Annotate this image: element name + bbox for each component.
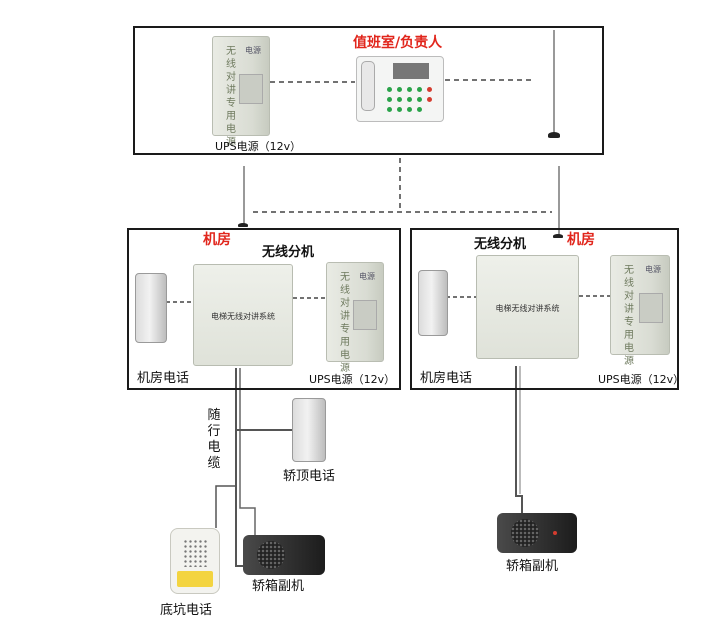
wireless-ext-left-label: 无线分机 <box>262 245 315 260</box>
console-key <box>417 87 422 92</box>
antenna-top-pole <box>553 30 555 134</box>
ups-left-label: UPS电源（12v） <box>309 373 396 386</box>
car-sub-left-label: 轿箱副机 <box>252 579 305 594</box>
console-key <box>387 87 392 92</box>
console-key <box>387 107 392 112</box>
cable-car-sub-left <box>239 368 256 540</box>
antenna-right-base <box>553 234 563 238</box>
cable-pit-phone <box>215 485 236 528</box>
pit-phone-label: 底坑电话 <box>160 603 213 618</box>
ups-sticker <box>239 74 263 105</box>
car-sub-right-label: 轿箱副机 <box>506 559 559 574</box>
console-key <box>397 97 402 102</box>
car-sub-unit-right <box>497 513 577 553</box>
ups-face-text: 无线对讲专用电源 <box>340 272 350 374</box>
pit-phone-grill <box>183 539 207 567</box>
console-key <box>417 97 422 102</box>
console-key <box>387 97 392 102</box>
machine-room-right-label: 机房 <box>567 232 595 248</box>
pit-phone-panel <box>177 571 213 587</box>
machine-phone-left-label: 机房电话 <box>137 371 190 386</box>
machine-room-left-label: 机房 <box>203 232 231 248</box>
antenna-left-pole <box>243 166 245 224</box>
traveling-cable-right <box>515 366 523 515</box>
ups-top-label: UPS电源（12v） <box>215 140 302 153</box>
ups-logo: 电源 <box>359 272 375 281</box>
ups-right-label: UPS电源（12v） <box>598 373 685 386</box>
car-sub-speaker <box>511 519 539 547</box>
console-key <box>407 97 412 102</box>
ups-power-left: 无线对讲专用电源 电源 <box>326 262 384 374</box>
antenna-right-pole <box>558 166 560 236</box>
console-handset <box>361 61 375 111</box>
wireless-extension-left: 电梯无线对讲系统 <box>193 264 293 366</box>
console-lcd <box>393 63 429 79</box>
duty-room-label: 值班室/负责人 <box>353 35 443 51</box>
console-key <box>427 87 432 92</box>
console-key <box>407 87 412 92</box>
car-top-phone-label: 轿顶电话 <box>283 469 336 484</box>
console-key <box>397 87 402 92</box>
machine-phone-left <box>135 273 167 343</box>
main-box-title: 电梯无线对讲系统 <box>211 312 275 321</box>
main-box-title: 电梯无线对讲系统 <box>495 303 560 313</box>
machine-room-right-frame <box>410 228 679 390</box>
car-sub-indicator <box>553 531 557 535</box>
console-key <box>427 97 432 102</box>
ups-sticker <box>639 293 663 324</box>
antenna-left-base <box>238 223 248 227</box>
car-sub-unit-left <box>243 535 325 575</box>
ups-sticker <box>353 300 377 331</box>
console-key <box>407 107 412 112</box>
car-top-phone <box>292 398 326 462</box>
duty-console-phone <box>356 56 444 122</box>
ups-logo: 电源 <box>245 46 261 55</box>
wireless-extension-right: 电梯无线对讲系统 <box>476 255 579 359</box>
ups-face-text: 无线对讲专用电源 <box>624 265 634 367</box>
car-sub-speaker <box>257 541 285 569</box>
ups-power-top: 无线对讲专用电源 电源 <box>212 36 270 148</box>
traveling-cable-label: 随 行 电 缆 <box>207 408 221 471</box>
wireless-ext-right-label: 无线分机 <box>474 237 527 252</box>
console-key <box>417 107 422 112</box>
pit-phone <box>170 528 220 594</box>
duty-room-frame <box>133 26 604 155</box>
ups-power-right: 无线对讲专用电源 电源 <box>610 255 670 367</box>
ups-face-text: 无线对讲专用电源 <box>226 46 236 148</box>
machine-phone-right-label: 机房电话 <box>420 371 473 386</box>
antenna-top-base <box>548 132 560 138</box>
machine-room-left-frame <box>127 228 401 390</box>
ups-logo: 电源 <box>645 265 661 274</box>
console-key <box>397 107 402 112</box>
machine-phone-right <box>418 270 448 336</box>
